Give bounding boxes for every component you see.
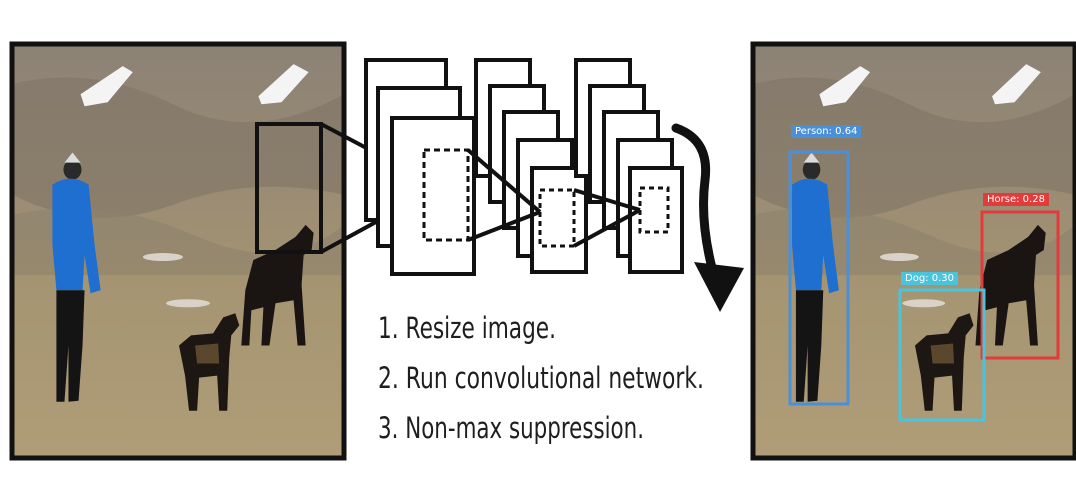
cnn-stack-3 <box>574 58 684 274</box>
person-detection-box <box>788 150 850 406</box>
horse-detection-label: Horse: 0.28 <box>983 193 1049 206</box>
step-3-text: 3. Non-max suppression. <box>378 411 644 445</box>
step-1-text: 1. Resize image. <box>378 311 556 345</box>
output-image <box>750 41 1076 461</box>
output-image-frame <box>750 41 1076 461</box>
input-image <box>9 41 347 461</box>
input-grid-cell <box>255 122 323 254</box>
output-arrow <box>671 123 744 312</box>
step-2-text: 2. Run convolutional network. <box>378 361 704 395</box>
stack2-to-stack3-lines <box>573 188 641 248</box>
cnn-stack-2 <box>474 58 588 274</box>
dog-detection-box <box>898 288 986 422</box>
stack1-to-stack2-lines <box>466 148 542 242</box>
dog-detection-label: Dog: 0.30 <box>901 272 958 285</box>
cnn-stack-1 <box>364 58 476 276</box>
horse-detection-box <box>980 210 1060 360</box>
input-image-frame <box>9 41 347 461</box>
person-detection-label: Person: 0.64 <box>791 125 862 138</box>
feature-window-1 <box>422 148 470 242</box>
pipeline-steps: 1. Resize image. 2. Run convolutional ne… <box>378 311 704 445</box>
